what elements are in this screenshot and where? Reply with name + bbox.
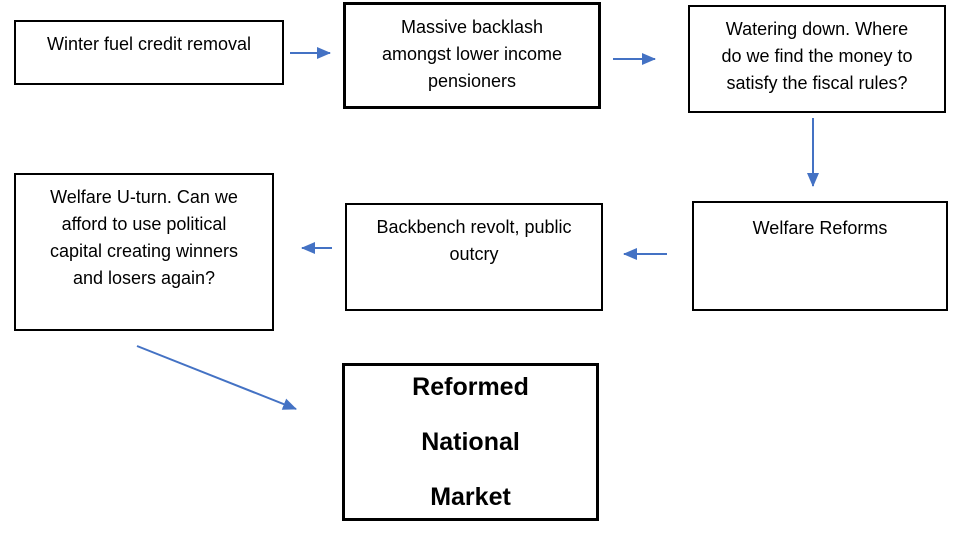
box-text-line: amongst lower income xyxy=(381,44,563,64)
box-text-line: pensioners xyxy=(427,71,517,91)
box-text-line: Watering down. Where xyxy=(725,19,909,39)
box-text-line: Market xyxy=(430,483,511,511)
box-text-line: capital creating winners xyxy=(49,241,239,261)
box-massive-backlash: Massive backlash amongst lower income pe… xyxy=(343,2,601,109)
box-backbench-revolt: Backbench revolt, public outcry xyxy=(345,203,603,311)
box-text-line: National xyxy=(421,428,520,456)
box-text-line: do we find the money to xyxy=(721,46,913,66)
box-watering-down: Watering down. Where do we find the mone… xyxy=(688,5,946,113)
box-reformed-national-market: Reformed National Market xyxy=(342,363,599,521)
box-winter-fuel-credit-removal: Winter fuel credit removal xyxy=(14,20,284,85)
box-text-line: Massive backlash xyxy=(400,17,544,37)
arrow-welfare-u-turn-to-reformed-national-market xyxy=(136,345,297,410)
box-text-line: Winter fuel credit removal xyxy=(46,34,252,54)
box-text-line: and losers again? xyxy=(72,268,216,288)
box-text-line: outcry xyxy=(449,244,499,264)
box-welfare-u-turn: Welfare U-turn. Can we afford to use pol… xyxy=(14,173,274,331)
box-text-line: Welfare Reforms xyxy=(752,218,888,238)
box-text-line: Reformed xyxy=(412,373,529,401)
box-text-line: Welfare U-turn. Can we xyxy=(50,187,238,207)
box-welfare-reforms: Welfare Reforms xyxy=(692,201,948,311)
box-text-line: afford to use political xyxy=(61,214,227,234)
box-text-line: satisfy the fiscal rules? xyxy=(726,73,908,93)
box-text-line: Backbench revolt, public xyxy=(376,217,572,237)
